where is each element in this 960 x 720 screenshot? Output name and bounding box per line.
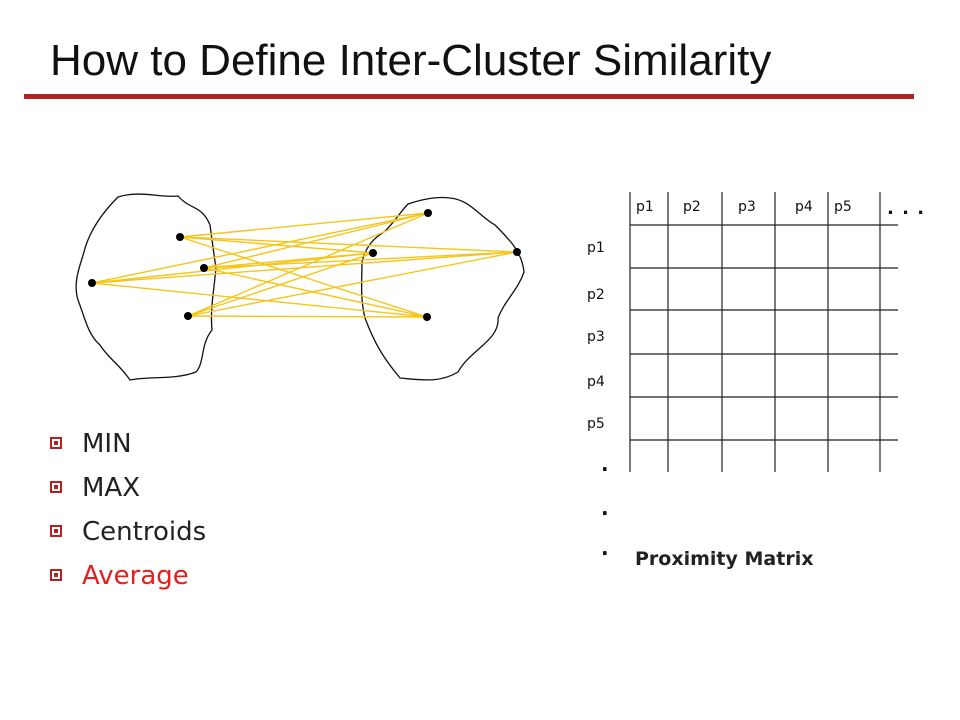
matrix-row-header: p4 [587, 374, 605, 390]
list-item: Centroids [50, 510, 206, 554]
list-item-label: MAX [82, 473, 141, 503]
point [424, 209, 432, 217]
slide-title: How to Define Inter-Cluster Similarity [50, 36, 772, 85]
point [513, 248, 521, 256]
matrix-col-ellipsis: . . . [887, 198, 926, 219]
matrix-caption: Proximity Matrix [635, 548, 814, 570]
matrix-col-header: p1 [636, 199, 654, 215]
matrix-row-ellipsis: . [601, 452, 609, 476]
point [176, 233, 184, 241]
square-bullet-icon [50, 481, 62, 493]
point [369, 249, 377, 257]
list-item-highlighted: Average [50, 554, 206, 598]
point [184, 312, 192, 320]
square-bullet-icon [50, 569, 62, 581]
matrix-col-header: p2 [683, 199, 701, 215]
matrix-row-ellipsis: . [601, 496, 609, 520]
square-bullet-icon [50, 525, 62, 537]
matrix-col-header: p5 [834, 199, 852, 215]
point [200, 264, 208, 272]
inter-cluster-links [91, 212, 518, 318]
cluster-points [88, 209, 521, 321]
list-item: MAX [50, 466, 206, 510]
point [88, 279, 96, 287]
point [423, 313, 431, 321]
list-item-label: MIN [82, 429, 132, 459]
right-cluster-outline [360, 196, 525, 381]
matrix-row-header: p5 [587, 416, 605, 432]
matrix-row-header: p2 [587, 287, 605, 303]
list-item-label: Centroids [82, 517, 207, 547]
proximity-matrix-grid [629, 192, 898, 472]
matrix-row-ellipsis: . [601, 536, 609, 560]
square-bullet-icon [50, 437, 62, 449]
title-underline [24, 94, 914, 99]
list-item-label: Average [82, 561, 189, 591]
left-cluster-outline [75, 193, 217, 381]
matrix-row-header: p1 [587, 240, 605, 256]
matrix-col-header: p4 [795, 199, 813, 215]
matrix-row-header: p3 [587, 329, 605, 345]
matrix-col-header: p3 [738, 199, 756, 215]
method-list: MIN MAX Centroids Average [50, 422, 206, 598]
list-item: MIN [50, 422, 206, 466]
